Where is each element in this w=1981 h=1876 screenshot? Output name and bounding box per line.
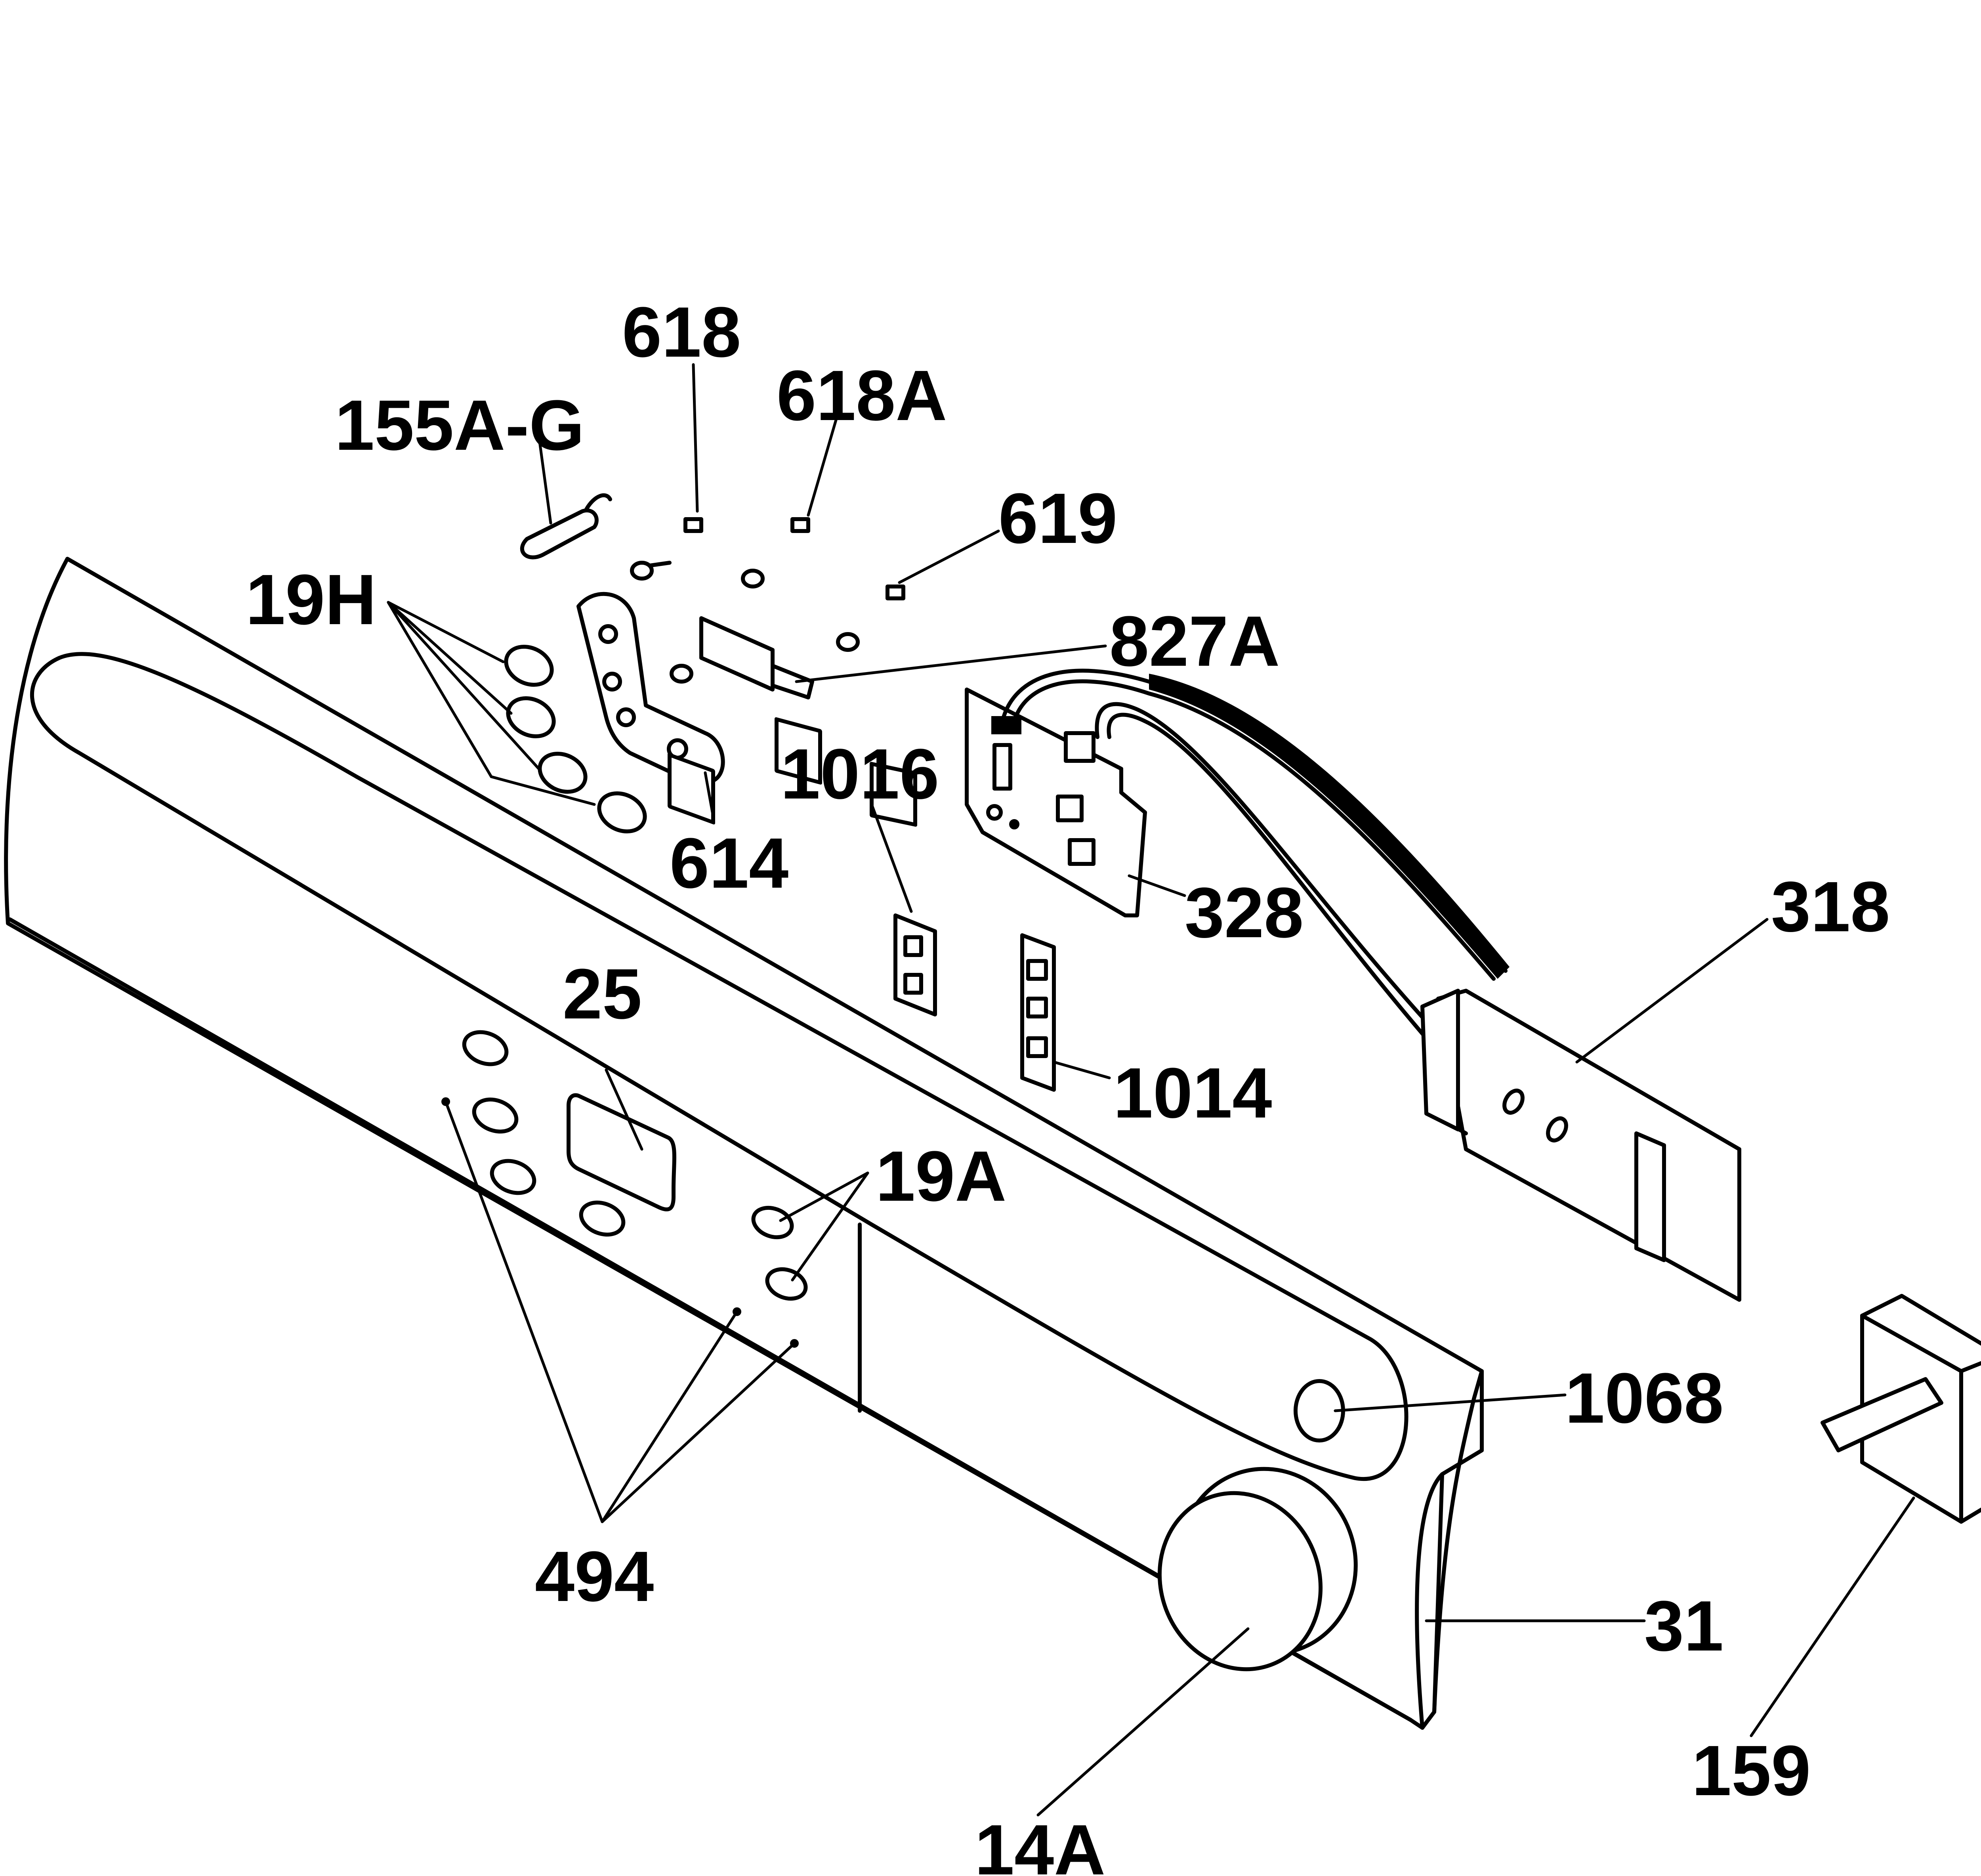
switch-part-619 (836, 585, 917, 827)
label-155A-G: 155A-G (335, 386, 584, 465)
knob-part-14A (1157, 1467, 1358, 1672)
connector-board-part-318 (1420, 989, 1741, 1302)
block-part-159 (1821, 1294, 1981, 1524)
label-827A: 827A (1109, 602, 1280, 681)
switch-part-618A (741, 517, 822, 785)
leader-lines (387, 363, 1915, 1817)
label-31: 31 (1644, 1586, 1723, 1666)
label-19A: 19A (876, 1137, 1006, 1216)
lamp-part-155A-G (520, 493, 612, 560)
circuit-board-part-328 (965, 688, 1147, 917)
label-328: 328 (1185, 873, 1303, 953)
label-19H: 19H (246, 560, 376, 640)
label-14A: 14A (975, 1810, 1105, 1876)
switch-part-827A (670, 616, 814, 699)
label-618: 618 (622, 292, 741, 372)
switch-part-618 (630, 517, 715, 825)
light-guide-part-1016 (893, 913, 937, 1016)
label-318: 318 (1771, 867, 1890, 947)
label-619: 619 (998, 479, 1117, 558)
label-1016: 1016 (781, 734, 939, 814)
part-labels: 618 618A 155A-G 619 19H 827A 1016 614 32… (246, 292, 1890, 1876)
label-159: 159 (1692, 1731, 1811, 1811)
label-618A: 618A (777, 356, 947, 436)
light-guide-part-1014 (1020, 933, 1056, 1092)
wire-harness (1000, 669, 1510, 1040)
label-494: 494 (535, 1537, 654, 1616)
label-1014: 1014 (1113, 1053, 1272, 1133)
label-1068: 1068 (1565, 1358, 1723, 1438)
push-buttons-part-19H (504, 644, 647, 834)
label-614: 614 (670, 823, 788, 903)
label-25: 25 (563, 954, 642, 1034)
